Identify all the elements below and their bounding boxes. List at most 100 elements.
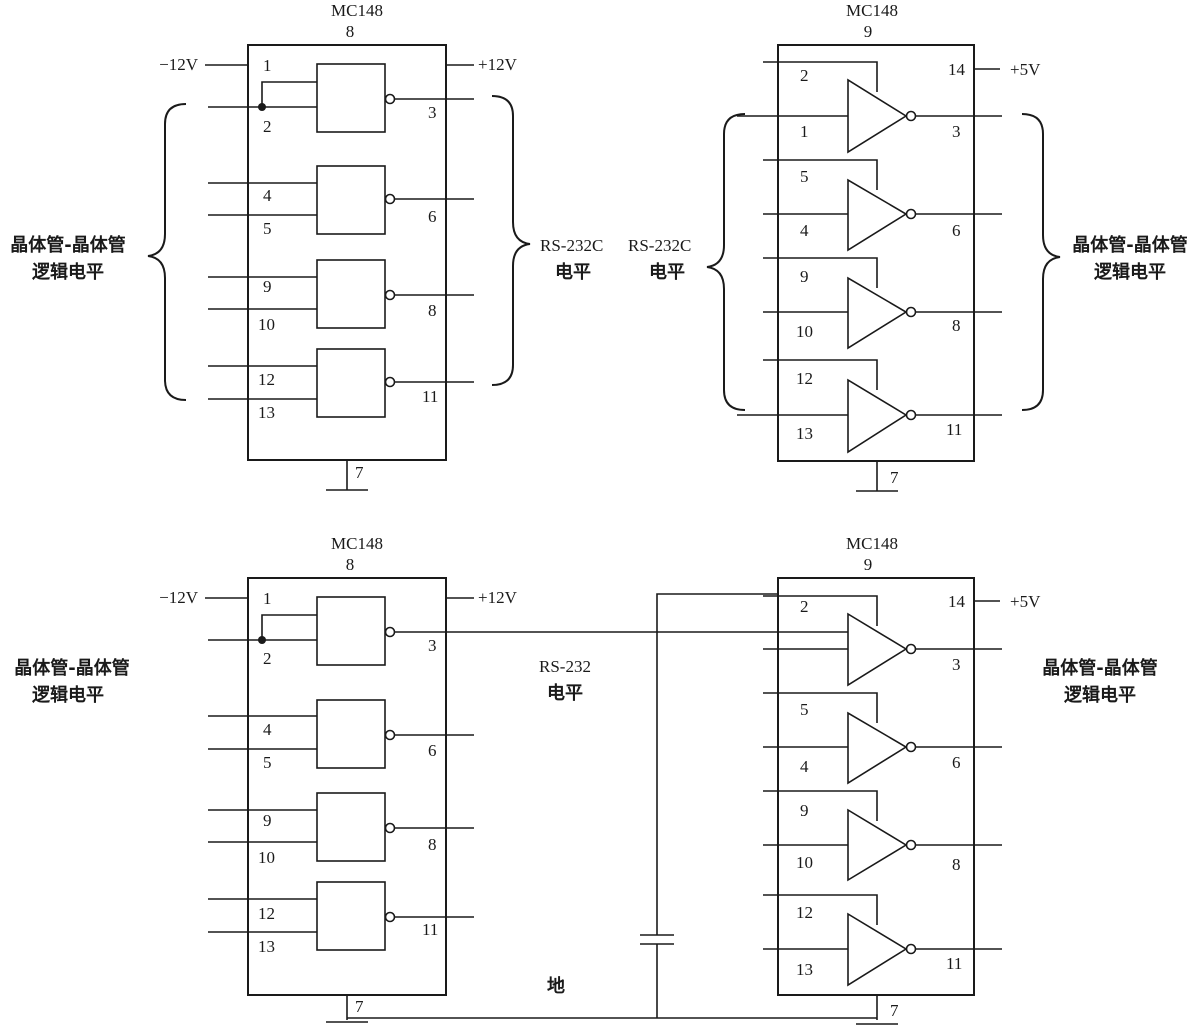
ground-label: 地: [547, 975, 565, 997]
pin-label: 7: [355, 997, 364, 1016]
chip-number: 8: [346, 22, 355, 41]
inverter-bubble: [905, 839, 917, 851]
pin-label: 1: [263, 589, 272, 608]
inverter-bubble: [384, 729, 396, 741]
pin-label: 13: [796, 424, 813, 443]
pin-label: 12: [258, 370, 275, 389]
pin-label: 12: [796, 369, 813, 388]
pin-label: 9: [800, 267, 809, 286]
lower-left-driver: MC148 8 −12V +12V 1 2 3 4 5 6 9 10 8: [14, 534, 518, 1023]
junction-dot: [258, 103, 266, 111]
left-brace: [147, 103, 187, 401]
pin-label: 5: [800, 167, 809, 186]
capacitor-wire: [656, 593, 778, 935]
rs232-level-label: 电平: [555, 261, 591, 283]
pin-label: 12: [258, 904, 275, 923]
vpos-label: +12V: [478, 588, 518, 607]
pin-label: 11: [946, 420, 962, 439]
pin-label: 3: [428, 103, 437, 122]
control-wire: [763, 790, 878, 821]
pin-label: 13: [796, 960, 813, 979]
pin-label: 10: [258, 315, 275, 334]
inverter-gate: [847, 612, 908, 687]
inverter-bubble: [384, 193, 396, 205]
pin-label: 9: [800, 801, 809, 820]
pin-label: 8: [952, 316, 961, 335]
pin-label: 5: [263, 753, 272, 772]
control-wire: [763, 359, 878, 390]
pin-label: 11: [946, 954, 962, 973]
control-wire: [763, 61, 878, 92]
pin-label: 2: [800, 597, 809, 616]
right-brace: [491, 95, 531, 386]
inverter-bubble: [384, 289, 396, 301]
pin-label: 11: [422, 920, 438, 939]
nand-gate: [316, 63, 386, 133]
nand-gate: [316, 792, 386, 862]
pin-label: 8: [428, 301, 437, 320]
left-brace: [706, 113, 746, 411]
inverter-bubble: [384, 911, 396, 923]
nand-gate: [316, 596, 386, 666]
pin-label: 8: [952, 855, 961, 874]
pin-label: 3: [952, 122, 961, 141]
control-wire: [763, 894, 878, 925]
control-wire: [763, 692, 878, 723]
control-wire: [763, 257, 878, 288]
tie-wire: [261, 614, 317, 640]
chip-name: MC148: [846, 1, 898, 20]
nand-gate: [316, 699, 386, 769]
pin-label: 3: [428, 636, 437, 655]
inverter-bubble: [905, 741, 917, 753]
pin-label: 4: [800, 221, 809, 240]
vneg-label: −12V: [159, 588, 199, 607]
pin-label: 5: [800, 700, 809, 719]
inverter-bubble: [905, 643, 917, 655]
control-wire: [763, 159, 878, 190]
upper-right-receiver: MC148 9 +5V 14 2 1 3 5 4 6 9 10 8: [628, 1, 1188, 492]
inverter-bubble: [384, 822, 396, 834]
pin-label: 13: [258, 937, 275, 956]
tie-wire: [261, 81, 317, 107]
rs232-level-label: 电平: [649, 261, 685, 283]
ttl-level-label: 晶体管-晶体管: [10, 234, 125, 256]
nand-gate: [316, 165, 386, 235]
nand-gate: [316, 259, 386, 329]
ttl-level-label: 晶体管-晶体管: [14, 657, 129, 679]
pin-label: 1: [800, 122, 809, 141]
pin-label: 6: [952, 221, 961, 240]
rs232-level-label: 电平: [547, 682, 583, 704]
pin-label: 14: [948, 592, 966, 611]
control-wire: [763, 595, 878, 626]
pin-label: 9: [263, 277, 272, 296]
chip-name: MC148: [331, 534, 383, 553]
lower-right-receiver: MC148 9 +5V 14 2 3 5 4 6 9 10 8: [763, 534, 1158, 1025]
inverter-bubble: [905, 208, 917, 220]
pin-label: 1: [263, 56, 272, 75]
ttl-level-label: 逻辑电平: [1064, 684, 1136, 706]
nand-gate: [316, 881, 386, 951]
inverter-gate: [847, 78, 908, 154]
pin-label: 10: [258, 848, 275, 867]
inverter-gate: [847, 276, 908, 350]
chip-name: MC148: [331, 1, 383, 20]
ttl-level-label: 逻辑电平: [1094, 261, 1166, 283]
ttl-level-label: 逻辑电平: [32, 684, 104, 706]
inverter-bubble: [384, 93, 396, 105]
inverter-gate: [847, 912, 908, 987]
ttl-level-label: 逻辑电平: [32, 261, 104, 283]
pin-label: 4: [263, 186, 272, 205]
pin-label: 10: [796, 853, 813, 872]
vneg-label: −12V: [159, 55, 199, 74]
pin-label: 6: [428, 741, 437, 760]
inverter-gate: [847, 711, 908, 785]
pin-label: 6: [952, 753, 961, 772]
inverter-bubble: [905, 110, 917, 122]
pin-label: 4: [800, 757, 809, 776]
pin-label: 9: [263, 811, 272, 830]
pin-label: 11: [422, 387, 438, 406]
rs232-level-label: RS-232: [539, 657, 591, 676]
inverter-bubble: [384, 626, 396, 638]
inverter-bubble: [384, 376, 396, 388]
